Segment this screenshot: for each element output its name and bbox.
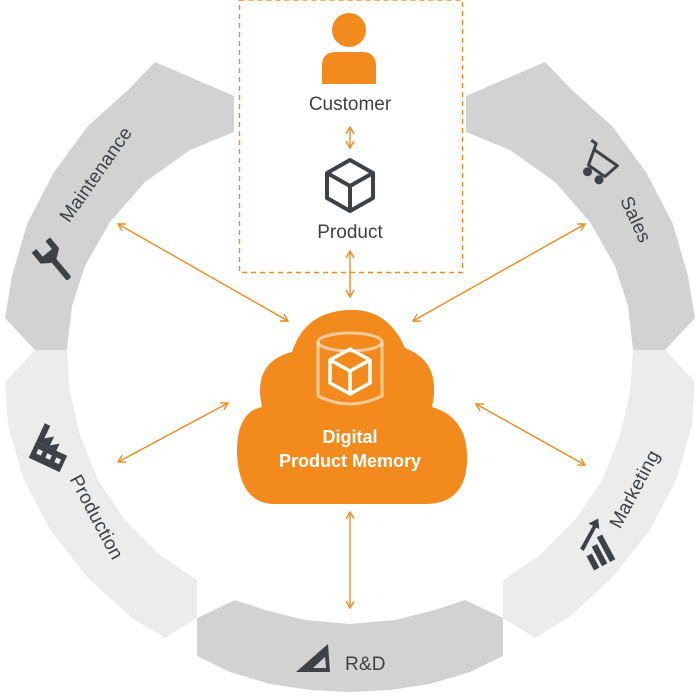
memory-cloud [236,309,468,504]
growth-arrow-icon [580,518,616,571]
segment-maintenance [5,62,234,350]
arrow-marketing [474,403,587,466]
center-title-line1: Digital [322,427,377,447]
person-icon [322,13,376,84]
segment-production [5,350,197,638]
arrow-maintenance [116,223,290,322]
segment-sales [466,62,695,350]
shopping-cart-icon [583,138,619,185]
segment-label-rnd: R&D [345,654,386,675]
connector-arrows [116,125,587,610]
arrow-production [116,402,230,463]
arrow-sales [411,223,587,322]
center-title-line2: Product Memory [279,451,421,471]
factory-icon [28,423,68,473]
cube-icon [325,158,375,213]
set-square-icon [296,644,330,672]
segment-rnd [197,600,503,692]
wrench-icon [31,237,71,280]
customer-label: Customer [309,94,392,115]
ring [5,62,695,692]
database-cube-icon [316,331,384,406]
segment-marketing [503,350,695,638]
product-label: Product [317,222,383,243]
